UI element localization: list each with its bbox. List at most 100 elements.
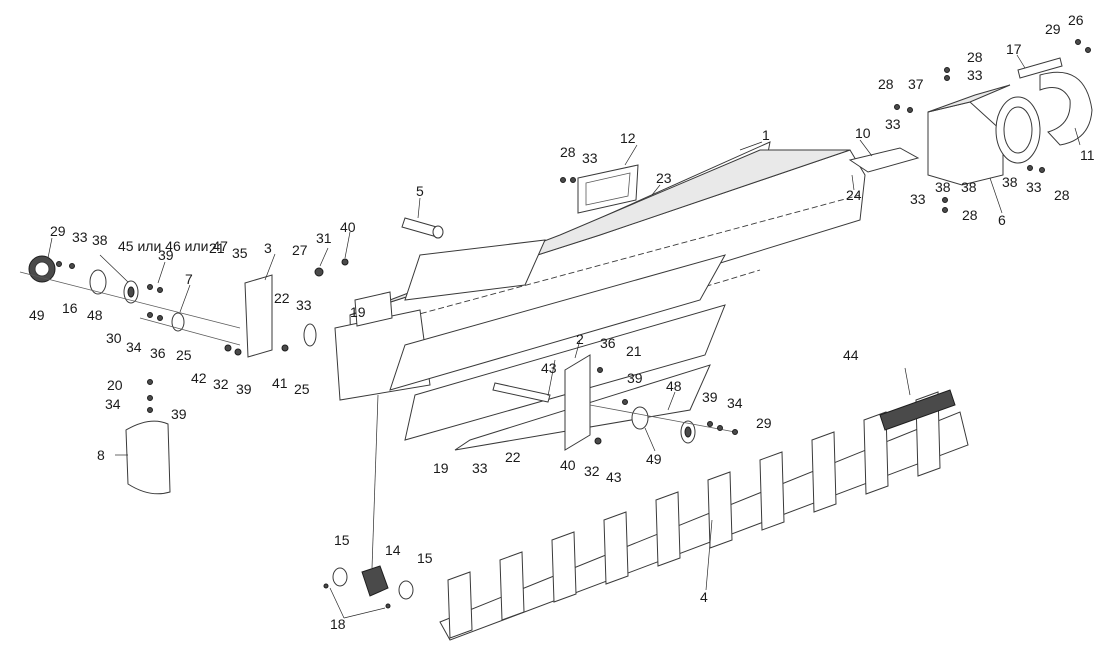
flange-part-49-right <box>631 406 649 430</box>
callout-33-c: 33 <box>885 116 901 132</box>
callout-27: 27 <box>292 242 308 258</box>
plate-part-3 <box>244 274 273 358</box>
callout-31: 31 <box>316 230 332 246</box>
bearing-disc <box>303 323 317 347</box>
callout-45-46-47: 44 <box>843 347 859 363</box>
callout-34-mid: 34 <box>105 396 121 412</box>
callout-23: 23 <box>656 170 672 186</box>
callout-6: 6 <box>998 212 1006 228</box>
callout-36-left: 35 <box>232 245 248 261</box>
callout-33-a: 33 <box>582 150 598 166</box>
bearing-hole <box>127 286 135 298</box>
callout-43-right: 43 <box>606 469 622 485</box>
callout-20: 20 <box>107 377 123 393</box>
callout-29-left: 29 <box>50 223 66 239</box>
cover-plate-part-12 <box>577 164 639 214</box>
beam-dash-line <box>359 194 861 331</box>
bearing-hole-right <box>684 426 692 438</box>
callout-33-f: 33 <box>296 297 312 313</box>
housing-part-6 <box>927 101 1004 186</box>
drive-axis-line <box>371 394 379 569</box>
callout-15-left: 15 <box>334 532 350 548</box>
callout-39-d: 39 <box>627 370 643 386</box>
callout-48-right: 48 <box>666 378 682 394</box>
callout-39-c: 39 <box>171 406 187 422</box>
knife-sections <box>447 391 941 639</box>
callout-36-right: 36 <box>600 335 616 351</box>
left-axis-line-2 <box>139 317 241 346</box>
callout-11: 11 <box>1080 147 1095 163</box>
callout-28-c: 28 <box>878 76 894 92</box>
callout-49-left: 48 <box>87 307 103 323</box>
bracket-part-17 <box>1017 57 1063 79</box>
callout-42: 41 <box>272 375 288 391</box>
callout-3: 3 <box>264 240 272 256</box>
callout-37: 36 <box>150 345 166 361</box>
beam-end-block <box>354 291 393 327</box>
callout-25-left: 25 <box>176 347 192 363</box>
callout-50: 49 <box>29 307 45 323</box>
callout-28-e: 28 <box>962 207 978 223</box>
callout-34-right: 34 <box>727 395 743 411</box>
drawing <box>19 39 1093 641</box>
callout-15-right: 15 <box>417 550 433 566</box>
callout-24: 24 <box>846 187 862 203</box>
cover-plate-inner <box>585 172 631 206</box>
callout-38-b: 38 <box>961 179 977 195</box>
callout-4: 4 <box>700 589 708 605</box>
callout-33-b: 33 <box>967 67 983 83</box>
callout-32-right: 32 <box>584 463 600 479</box>
housing-top <box>927 84 1011 113</box>
drive-head-part-14 <box>361 565 389 597</box>
callout-38-d: 38 <box>935 179 951 195</box>
shaft-end <box>432 225 444 239</box>
callout-7: 7 <box>185 271 193 287</box>
callout-39-e: 39 <box>702 389 718 405</box>
callout-22-bottom: 22 <box>505 449 521 465</box>
callout-26: 26 <box>1068 12 1084 28</box>
callout-34-left: 33 <box>72 229 88 245</box>
callout-5: 5 <box>416 183 424 199</box>
callout-49-right: 49 <box>646 451 662 467</box>
callout-22-left: 22 <box>274 290 290 306</box>
left-axis-line <box>19 271 241 329</box>
callout-39-b: 39 <box>158 247 174 263</box>
callout-38-a: 37 <box>908 76 924 92</box>
callout-8: 8 <box>97 447 105 463</box>
callout-33-d: 33 <box>1026 179 1042 195</box>
callout-17: 17 <box>1006 41 1022 57</box>
callout-labels: 1 2 3 4 5 6 7 8 10 11 12 14 15 15 16 17 … <box>29 12 1095 632</box>
cover-part-11 <box>1039 71 1093 146</box>
bracket-part-10 <box>848 147 920 173</box>
callout-28-d: 28 <box>1054 187 1070 203</box>
callout-48-left: 45 или 46 или 47 <box>118 238 228 254</box>
callout-1: 1 <box>762 127 770 143</box>
callout-33-g: 33 <box>472 460 488 476</box>
callout-40-left: 39 <box>236 381 252 397</box>
callout-10: 10 <box>855 125 871 141</box>
callout-18: 18 <box>330 616 346 632</box>
callout-39-a: 38 <box>92 232 108 248</box>
callout-40-right: 40 <box>560 457 576 473</box>
callout-30: 30 <box>106 330 122 346</box>
flange-part-7 <box>171 312 185 332</box>
callout-21-right: 21 <box>626 343 642 359</box>
shaft-rod <box>492 382 551 403</box>
callout-28-a: 28 <box>560 144 576 160</box>
callout-38-c: 38 <box>1002 174 1018 190</box>
housing-ring-inner <box>1003 106 1033 154</box>
guard-plate-a <box>404 239 546 301</box>
callout-12: 12 <box>620 130 636 146</box>
callout-29-right: 29 <box>756 415 772 431</box>
callout-35: 34 <box>126 339 142 355</box>
callout-16: 16 <box>62 300 78 316</box>
callout-44: 43 <box>541 360 557 376</box>
callout-43-left: 42 <box>191 370 207 386</box>
callout-21-left: 21 <box>209 240 225 256</box>
cover-part-8 <box>125 420 171 495</box>
callout-14: 14 <box>385 542 401 558</box>
flange-part-49 <box>89 269 107 295</box>
callout-32-left: 32 <box>213 376 229 392</box>
